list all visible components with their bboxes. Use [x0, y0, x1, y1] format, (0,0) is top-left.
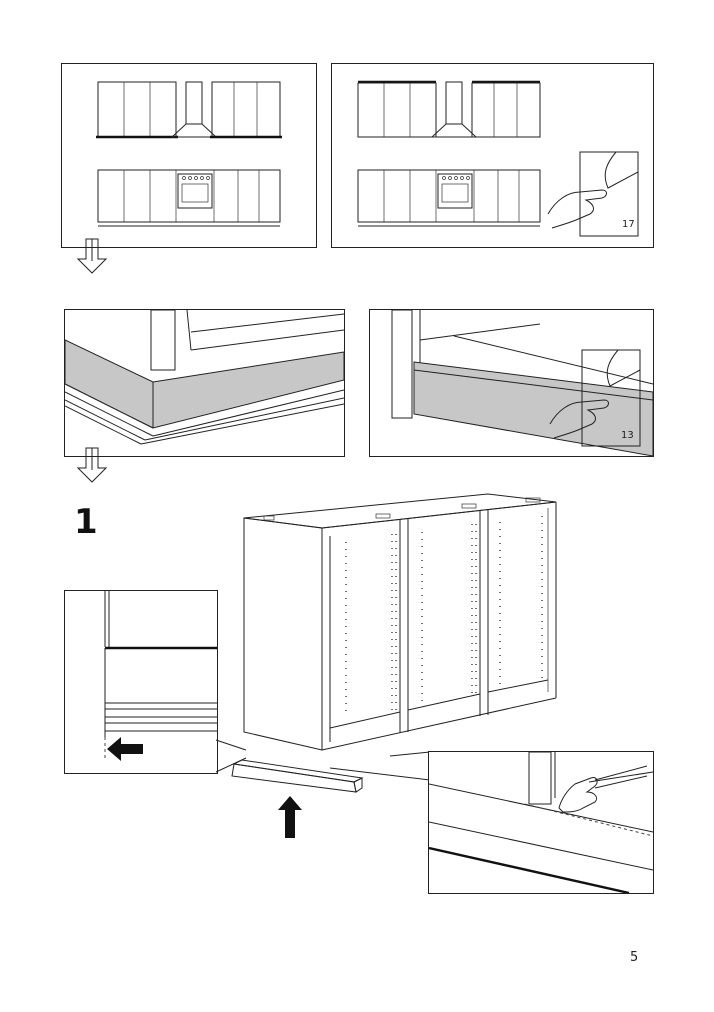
cover-strip-drawing: [391, 310, 653, 456]
plinth-clip-detail-drawing: [104, 591, 217, 761]
kitchen-overview-drawing: [96, 81, 282, 227]
plinth-strip-part: [231, 759, 364, 793]
page-reference-number: 17: [622, 219, 635, 230]
step-number: 1: [74, 502, 98, 542]
plinth-clip-detail-panel: [64, 590, 218, 774]
cover-strip-panel: 13: [369, 309, 654, 457]
filled-up-arrow-icon: [278, 796, 302, 838]
press-fit-detail-drawing: [429, 752, 653, 893]
page-reference-number: 13: [621, 430, 634, 441]
hollow-down-arrow-icon: [76, 238, 108, 274]
hollow-down-arrow-icon: [76, 447, 108, 483]
page-number: 5: [630, 950, 639, 965]
kitchen-overview-panel-left: [61, 63, 317, 248]
plinth-closeup-drawing: [65, 310, 344, 445]
press-fit-detail-panel: [428, 751, 654, 894]
page-turn-hand-icon: [549, 349, 641, 447]
kitchen-overview-panel-right: 17: [331, 63, 654, 248]
plinth-closeup-panel: [64, 309, 345, 457]
page-turn-hand-icon: [547, 151, 639, 237]
cabinet-frames-drawing: [243, 493, 557, 751]
pointing-hand-icon: [558, 765, 648, 813]
filled-left-arrow-icon: [107, 737, 143, 761]
kitchen-cornice-drawing: [357, 80, 541, 227]
detail-connector-right: [329, 751, 431, 781]
